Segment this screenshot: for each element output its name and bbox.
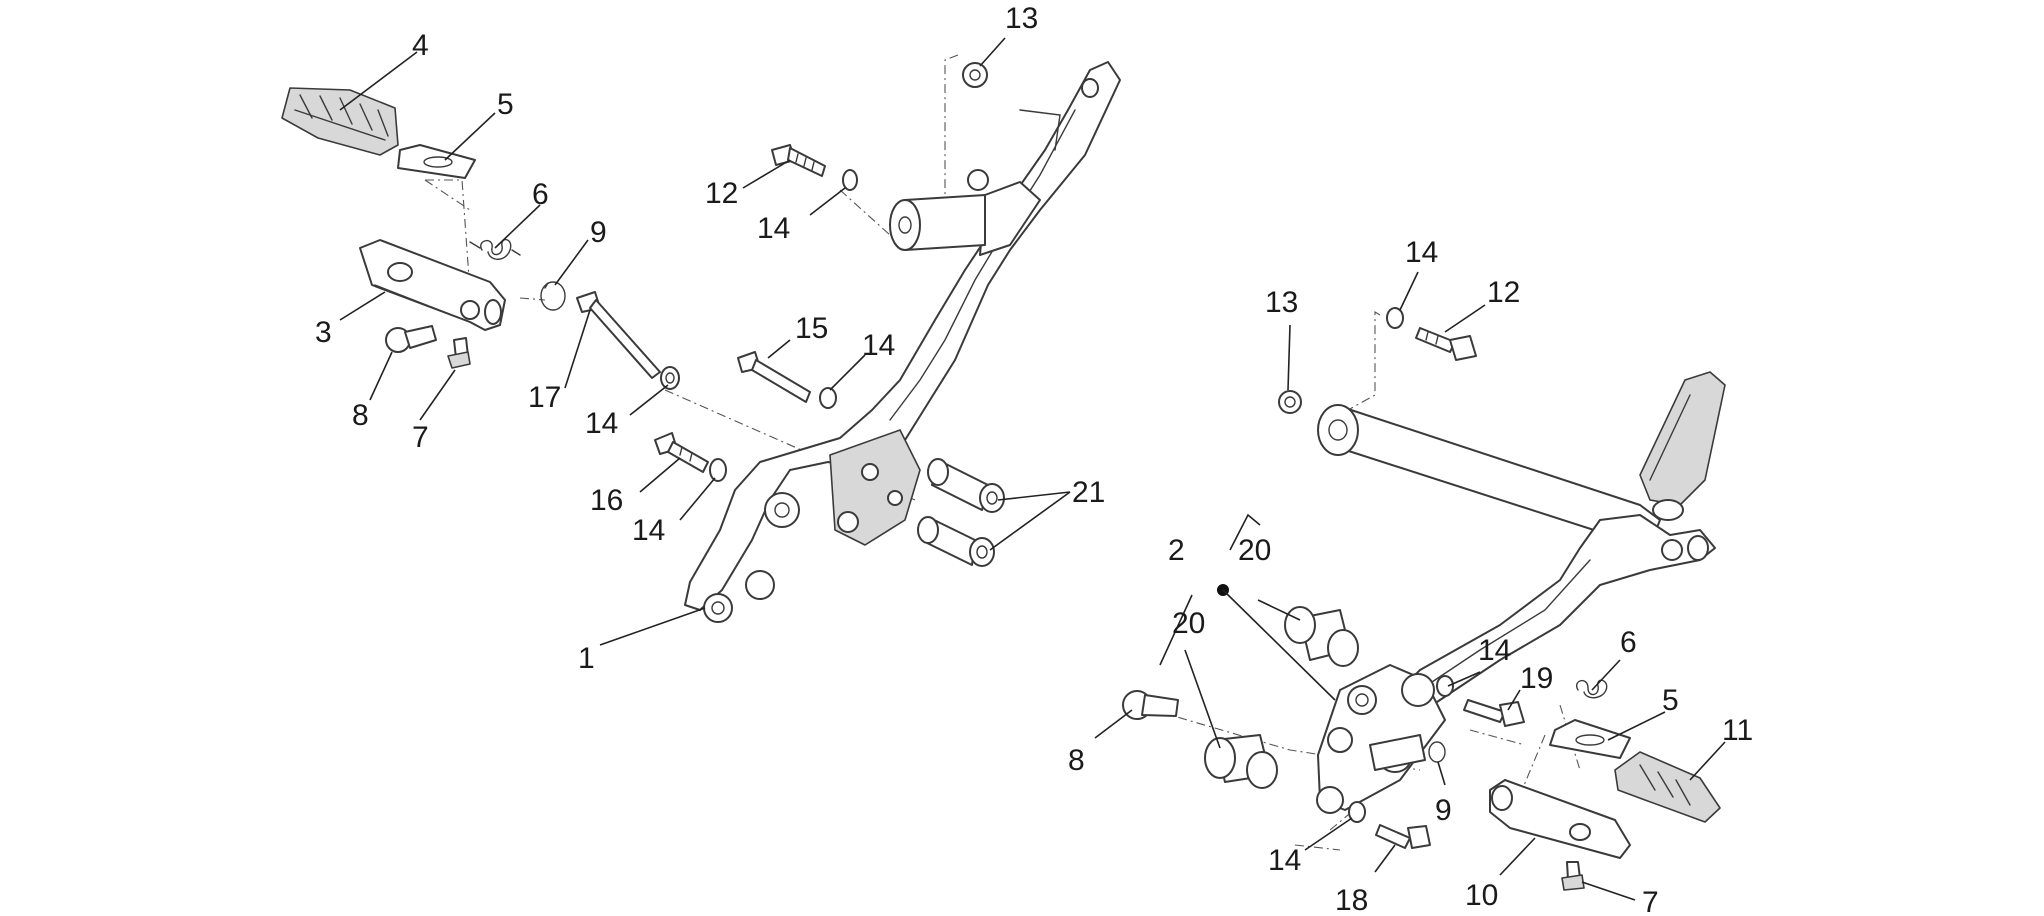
part-washer-mid [819, 387, 837, 409]
part-spring-right [1576, 679, 1608, 699]
part-plate-right [1549, 719, 1631, 759]
callout-1: 1 [578, 642, 595, 675]
callout-12: 12 [1487, 276, 1520, 309]
part-bushing-upper [927, 458, 1005, 513]
callout-4: 4 [412, 29, 429, 62]
part-screw-small-right [1561, 861, 1585, 891]
callout-18: 18 [1335, 884, 1368, 916]
part-circlip-left [540, 281, 566, 311]
part-rubber-footpeg-cover-left [281, 87, 399, 156]
group-bracket-brace [1159, 513, 1261, 666]
callout-8: 8 [1068, 744, 1085, 777]
part-screw-small-left [447, 337, 471, 369]
callout-8: 8 [352, 399, 369, 432]
part-bushing-20-upper [1284, 606, 1359, 667]
part-rubber-footpeg-cover-right [1614, 751, 1721, 823]
part-washer-right-low [1348, 801, 1366, 823]
part-washer-lower [709, 458, 727, 482]
part-washer-top [842, 169, 858, 191]
callout-labels: 4 5 6 9 3 8 7 13 12 14 15 14 17 14 16 14… [315, 2, 1753, 916]
callout-6: 6 [532, 178, 549, 211]
callout-14: 14 [1478, 634, 1511, 667]
part-bolt-18 [1375, 824, 1431, 849]
part-circlip-right [1428, 741, 1446, 763]
part-bolt-top [771, 144, 826, 177]
callout-11: 11 [1722, 714, 1753, 747]
callout-7: 7 [1642, 886, 1659, 916]
part-washer-left [660, 366, 680, 390]
part-bolt-top-right [1415, 327, 1477, 361]
callout-15: 15 [795, 312, 828, 345]
part-bolt-19 [1463, 699, 1525, 727]
callout-7: 7 [412, 421, 429, 454]
part-footpeg-base-left [359, 239, 506, 331]
part-nut-right [1278, 390, 1302, 414]
callout-9: 9 [1435, 794, 1452, 827]
leader-lines [339, 37, 1726, 901]
callout-14: 14 [757, 212, 790, 245]
part-bracket-left [684, 61, 1121, 623]
part-bolt-16 [654, 432, 709, 473]
part-spring-left [469, 239, 521, 260]
callout-13: 13 [1005, 2, 1038, 35]
part-bracket-right [1316, 371, 1726, 814]
callout-16: 16 [590, 484, 623, 517]
callout-19: 19 [1520, 662, 1553, 695]
callout-5: 5 [1662, 684, 1679, 717]
callout-3: 3 [315, 316, 332, 349]
callout-14: 14 [585, 407, 618, 440]
part-pin-right [1122, 690, 1179, 720]
part-bolt-15 [737, 351, 811, 403]
callout-20: 20 [1238, 534, 1271, 567]
part-nut-top [962, 62, 988, 88]
callout-9: 9 [590, 216, 607, 249]
callout-17: 17 [528, 381, 561, 414]
callout-10: 10 [1465, 879, 1498, 912]
callout-21: 21 [1072, 476, 1105, 509]
part-bushing-lower [917, 516, 995, 567]
part-washer-top-right [1386, 307, 1404, 329]
callout-5: 5 [497, 88, 514, 121]
callout-2: 2 [1168, 534, 1185, 567]
callout-13: 13 [1265, 286, 1298, 319]
callout-6: 6 [1620, 626, 1637, 659]
part-pin-left [385, 325, 437, 353]
part-footpeg-base-right [1489, 779, 1631, 859]
part-washer-right-mid [1436, 675, 1454, 697]
part-bolt-17 [576, 291, 661, 379]
part-plate-left [397, 144, 476, 179]
part-bushing-20-lower [1204, 734, 1278, 789]
callout-14: 14 [1268, 844, 1301, 877]
callout-14: 14 [632, 514, 665, 547]
callout-14: 14 [1405, 236, 1438, 269]
callout-20: 20 [1172, 607, 1205, 640]
callout-12: 12 [705, 177, 738, 210]
callout-14: 14 [862, 329, 895, 362]
